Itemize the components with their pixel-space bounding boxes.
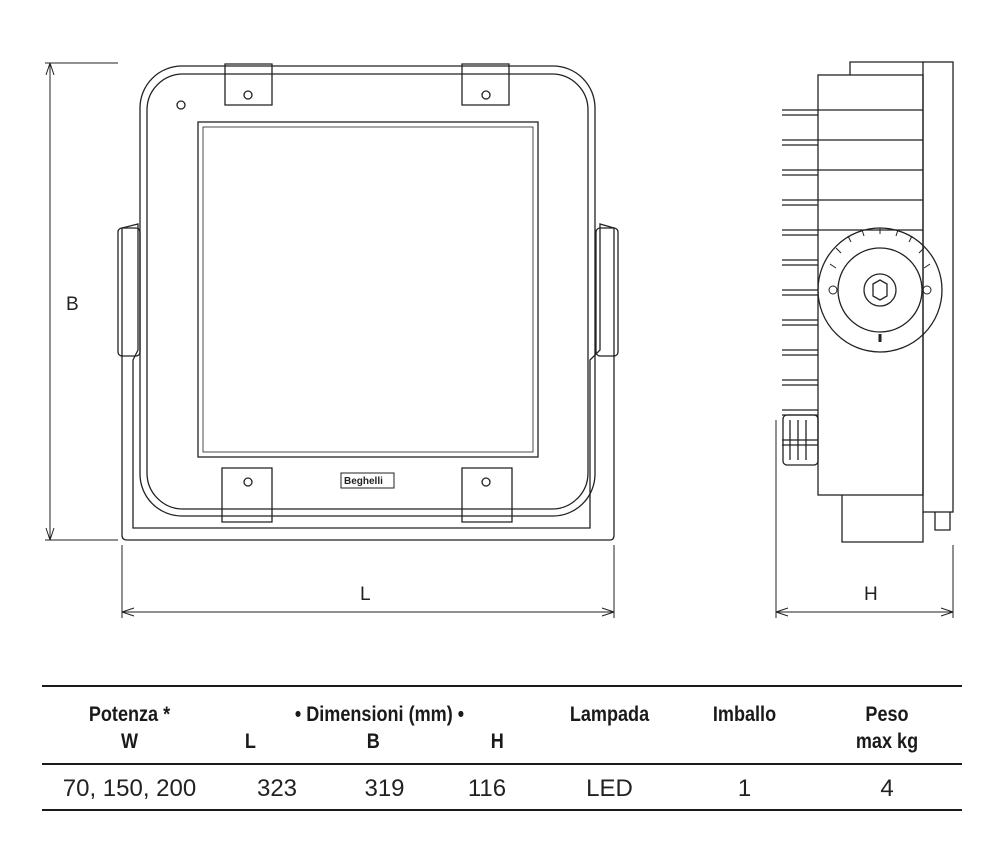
header-dimensioni: • Dimensioni (mm) • L B H (240, 686, 520, 764)
header-dim-h: H (490, 730, 504, 753)
housing-inner (146, 73, 589, 510)
cable-gland (782, 414, 819, 466)
table-row: 70, 150, 200 323 319 116 LED 1 4 (42, 764, 962, 810)
technical-drawing: B L H Beghelli (45, 61, 954, 618)
header-imballo: Imballo (712, 703, 777, 726)
brand-name: Beghelli (344, 476, 383, 487)
brand-badge (340, 472, 395, 489)
header-peso-line1: Peso (865, 703, 909, 726)
bracket-knob-left (117, 227, 141, 357)
mounting-bracket (121, 223, 615, 541)
cell-peso: 4 (880, 775, 894, 802)
side-housing (817, 74, 924, 496)
header-dimensioni-title: • Dimensioni (mm) • (294, 703, 465, 726)
cell-lampada: LED (586, 775, 633, 802)
header-lampada: Lampada (569, 703, 650, 726)
header-peso-line2: max kg (855, 730, 919, 753)
spec-table: Potenza * W • Dimensioni (mm) • L B H La… (42, 685, 962, 811)
cell-b: 319 (364, 775, 405, 802)
diffuser-panel (197, 121, 539, 458)
header-dim-l: L (244, 730, 256, 753)
dim-label-b: B (66, 294, 79, 315)
top-clip-right (461, 63, 510, 106)
header-potenza-line2: W (120, 730, 139, 753)
header-potenza: Potenza * W (54, 686, 205, 764)
bracket-knob-right (595, 227, 619, 357)
cell-l: 323 (256, 775, 298, 802)
housing-outer (139, 65, 596, 517)
header-dim-b: B (366, 730, 380, 753)
cell-potenza: 70, 150, 200 (62, 775, 197, 802)
pivot-bolt (863, 273, 897, 307)
bottom-clip-right (461, 467, 513, 523)
cell-h: 116 (467, 775, 507, 802)
dim-label-h: H (864, 584, 878, 605)
header-peso: Peso max kg (823, 686, 952, 764)
top-clip-left (224, 63, 273, 106)
table-header-row: Potenza * W • Dimensioni (mm) • L B H La… (42, 686, 962, 764)
cooling-fins (782, 109, 818, 446)
cell-imballo: 1 (737, 775, 752, 802)
dim-label-l: L (360, 584, 371, 605)
bottom-clip-left (221, 467, 273, 523)
header-potenza-line1: Potenza * (88, 703, 171, 726)
